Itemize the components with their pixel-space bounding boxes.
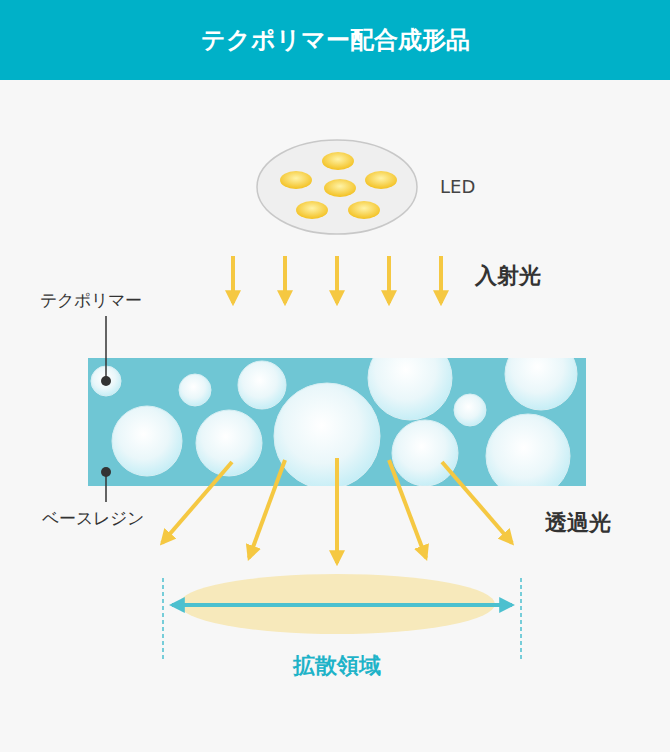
part-name: テクポリマー [40, 290, 142, 310]
node-text: LED [440, 176, 480, 197]
dimension-line [162, 578, 164, 660]
led-label-node: LED [440, 176, 480, 199]
diffusion-area-label: 拡散領域 [293, 653, 381, 679]
part-name: ベースレジン [42, 508, 144, 528]
title: テクポリマー配合成形品 [201, 26, 470, 55]
polymer-particles [91, 358, 577, 486]
transmitted-light-arrows [162, 458, 512, 563]
title-bar [0, 0, 670, 80]
leader-lines [101, 316, 111, 502]
led-lamp [257, 140, 417, 234]
dimension-line [520, 578, 522, 660]
incident-light-arrows [233, 256, 441, 303]
transmitted-light-label: 透過光 [545, 510, 611, 536]
incident-light-label: 入射光 [475, 263, 541, 289]
dimension-arrow [172, 603, 512, 607]
